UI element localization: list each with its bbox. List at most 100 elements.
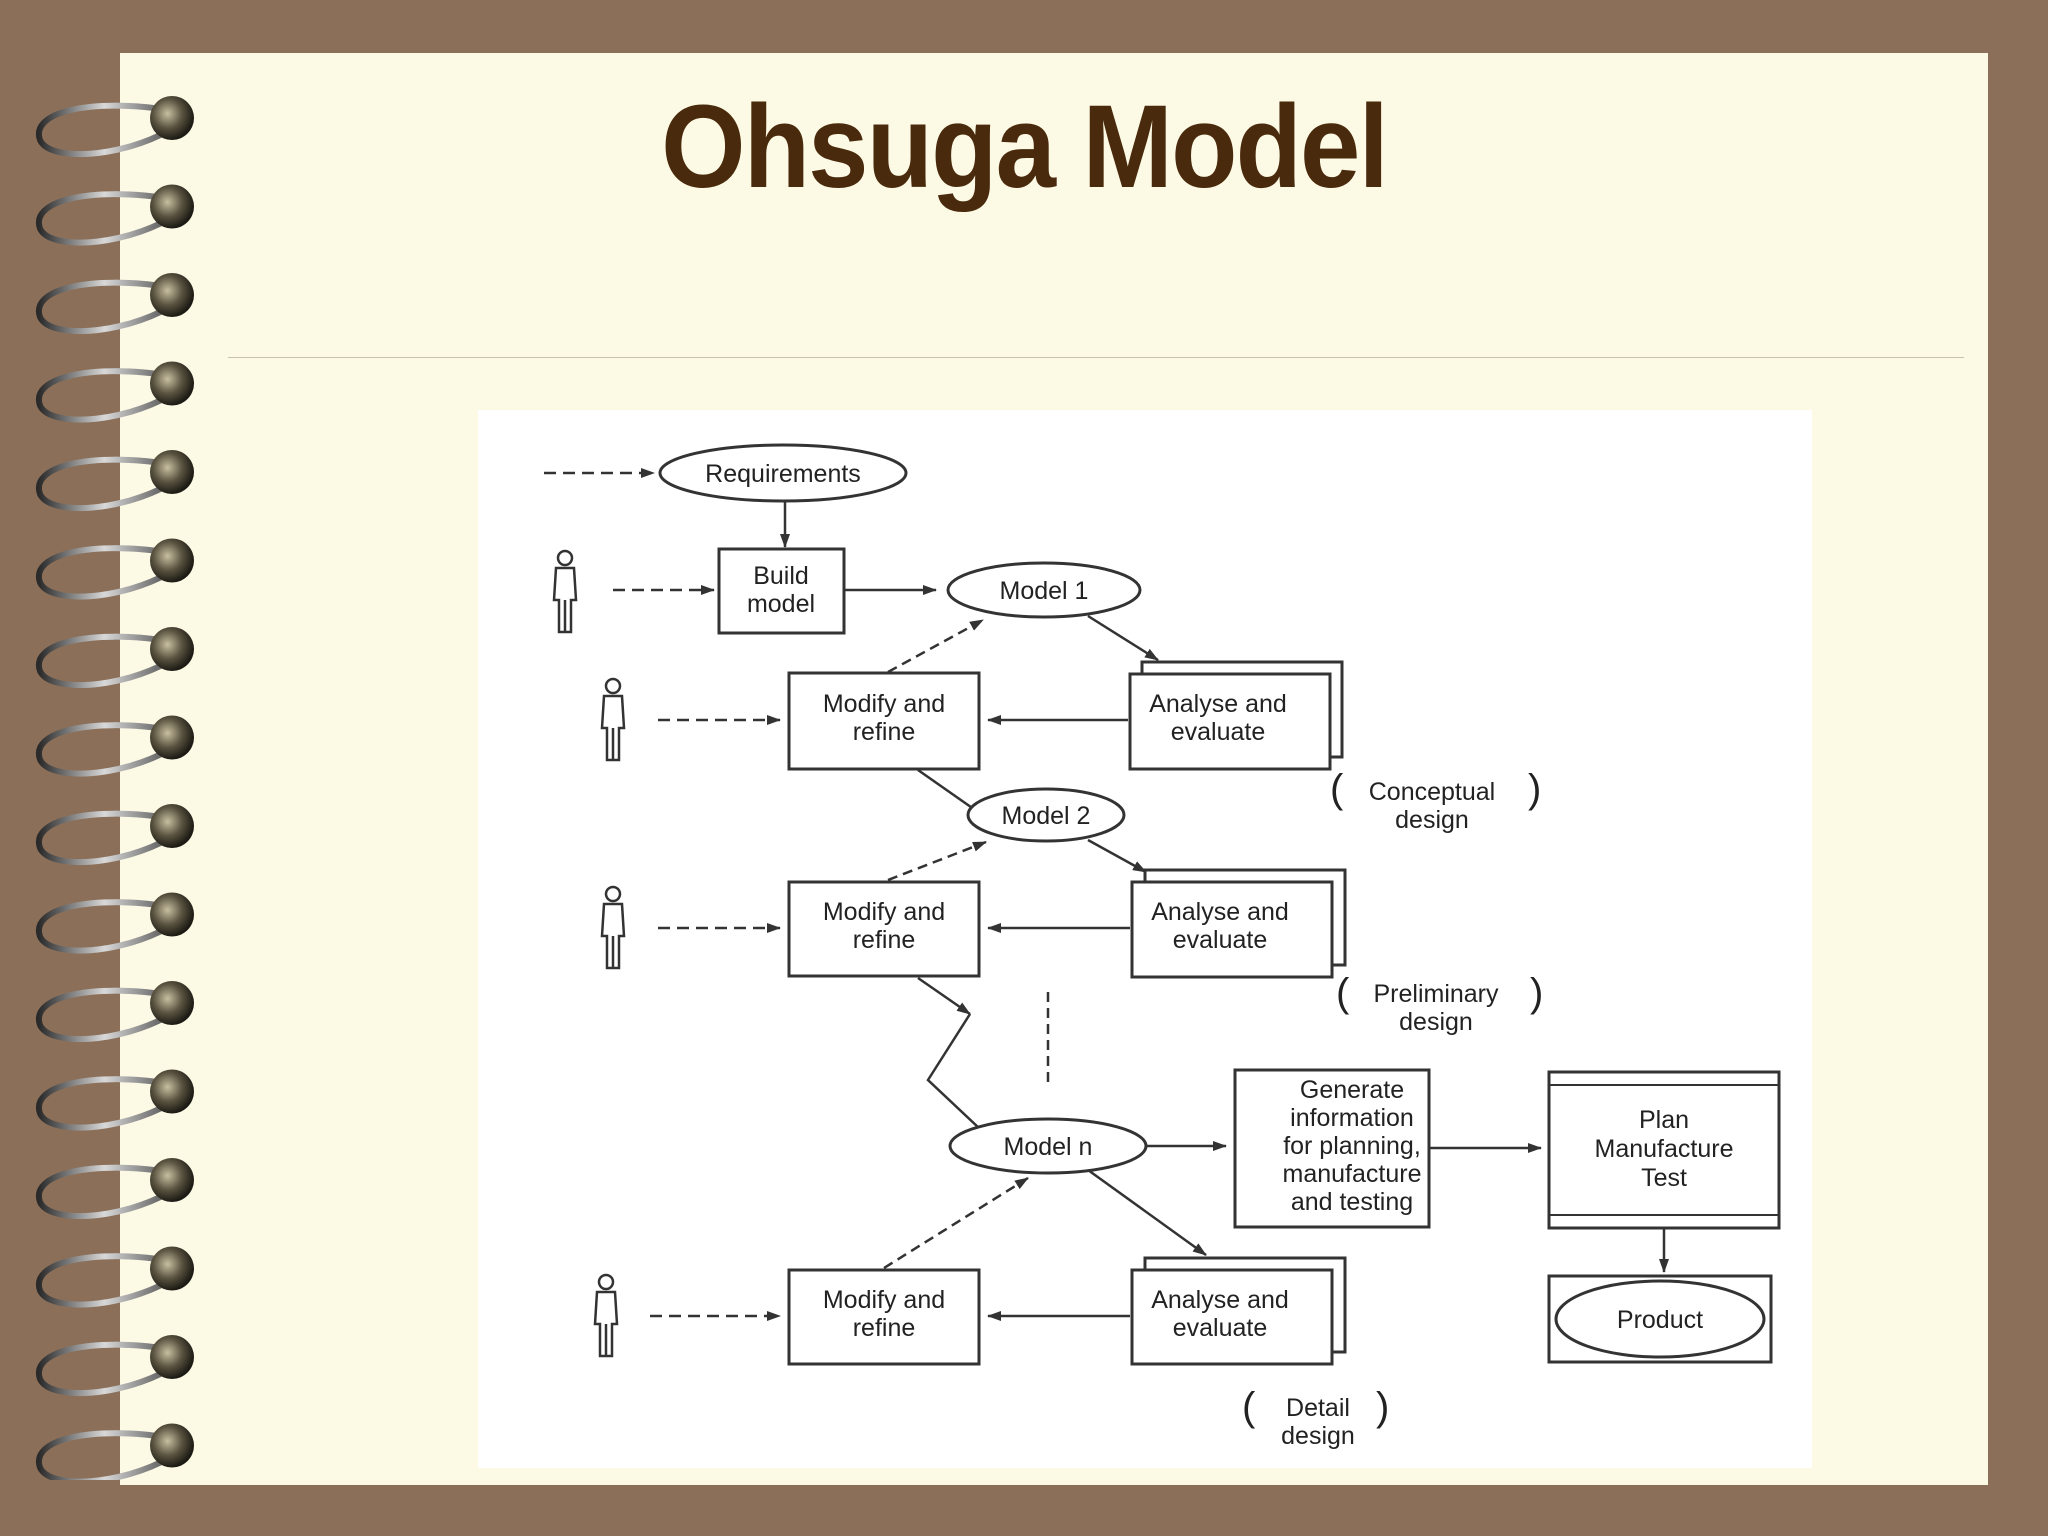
plan-label-3: Test [1641,1164,1687,1192]
binding-hole [150,184,194,229]
model-1-node [946,561,1142,619]
title-divider [228,357,1964,358]
modify1-to-model1-arrow [887,618,984,674]
model2-to-analyse-arrow [1087,838,1147,874]
spiral-coil [35,102,172,158]
ohsuga-model-diagram: Requirements Build model Model 1 Analyse… [478,410,1812,1468]
analyse-label-2b: evaluate [1173,926,1268,954]
binding-hole [150,804,194,848]
binding-hole [150,1423,194,1468]
spiral-coil [35,1341,172,1397]
analyse-label-1b: evaluate [1171,718,1266,746]
product-node [1554,1279,1766,1359]
svg-text:): ) [1530,971,1543,1015]
generate-label-1: Generate [1300,1076,1404,1104]
binding-hole [150,981,194,1025]
analyse-label-1a: Analyse and [1149,690,1287,718]
designer-figure-3 [600,885,626,970]
spiral-coil [35,633,172,689]
modify1-to-model2-line [917,768,979,814]
modify-label-2b: refine [853,926,916,954]
generate-information-box [1233,1068,1431,1229]
binding-hole [150,1246,194,1291]
svg-text:(: ( [1242,1385,1256,1429]
analyse-evaluate-box-2 [1130,880,1334,979]
modify-refine-box-1 [787,671,981,771]
analyse-evaluate-box-n [1130,1268,1334,1366]
analyse-label-2a: Analyse and [1151,898,1289,926]
binding-hole [150,450,194,494]
analyse-label-na: Analyse and [1151,1286,1289,1314]
spiral-coil [35,1430,172,1480]
modify-label-1a: Modify and [823,690,945,718]
requirements-node [658,443,908,503]
binding-hole [150,892,194,937]
spiral-coil [35,722,172,777]
modify-refine-box-2 [787,880,981,978]
stage2-to-modeln-path [926,1013,997,1145]
modify-refine-box-n [787,1268,981,1366]
spiral-coil [35,987,172,1043]
binding-hole [150,538,194,583]
build-model-box [717,547,846,635]
modify-label-nb: refine [853,1314,916,1342]
spiral-coil [35,1076,172,1131]
modify2-to-model2-arrow [887,840,987,882]
conceptual-design-label-2: design [1395,806,1469,834]
preliminary-design-label-2: design [1399,1008,1473,1036]
generate-label-5: and testing [1291,1188,1413,1216]
designer-figure-1 [552,549,578,634]
model-n-label: Model n [1004,1133,1093,1161]
spiral-coil [35,279,172,335]
designer-figure-4 [593,1273,619,1358]
spiral-coil [35,899,172,954]
spiral-coil [35,545,172,600]
preliminary-design-label-1: Preliminary [1373,980,1499,1008]
analyse-evaluate-box-1 [1128,672,1332,771]
spiral-coil [35,1253,172,1308]
plan-manufacture-test-box [1547,1070,1781,1230]
detail-design-label-2: design [1281,1422,1355,1450]
conceptual-design-label-1: Conceptual [1369,778,1495,806]
requirements-label: Requirements [705,460,861,488]
spiral-coil [35,368,172,423]
spiral-coil [35,191,172,246]
svg-text:): ) [1528,767,1541,811]
svg-text:(: ( [1336,971,1350,1015]
svg-text:): ) [1376,1385,1389,1429]
modifyn-to-modeln-arrow [883,1176,1029,1270]
designer-figure-2 [600,677,626,762]
model-2-node [966,787,1126,843]
generate-label-2: information [1290,1104,1414,1132]
binding-hole [150,361,194,406]
modeln-to-analyse-arrow [1087,1168,1207,1257]
generate-label-4: manufacture [1283,1160,1422,1188]
detail-design-label-1: Detail [1286,1394,1350,1422]
generate-label-3: for planning, [1283,1132,1421,1160]
model1-to-analyse-arrow [1087,614,1159,662]
slide-title: Ohsuga Model [661,81,1389,213]
plan-label-1: Plan [1639,1106,1689,1134]
binding-hole [150,1069,194,1114]
spiral-coil [35,810,172,866]
spiral-binding [35,96,194,1480]
binding-hole [150,1335,194,1379]
analyse-label-nb: evaluate [1173,1314,1268,1342]
spiral-coil [35,456,172,512]
svg-text:(: ( [1330,767,1344,811]
binding-hole [150,715,194,760]
modify-label-1b: refine [853,718,916,746]
binding-hole [150,1158,194,1202]
model-2-label: Model 2 [1002,802,1091,830]
build-model-label-2: model [747,590,815,618]
spiral-coil [35,1164,172,1220]
modify-label-2a: Modify and [823,898,945,926]
binding-hole [150,273,194,317]
plan-label-2: Manufacture [1595,1135,1734,1163]
product-label: Product [1617,1306,1703,1334]
modify-label-na: Modify and [823,1286,945,1314]
model-1-label: Model 1 [1000,577,1089,605]
build-model-label-1: Build [753,562,809,590]
binding-hole [150,627,194,671]
binding-hole [150,96,194,140]
